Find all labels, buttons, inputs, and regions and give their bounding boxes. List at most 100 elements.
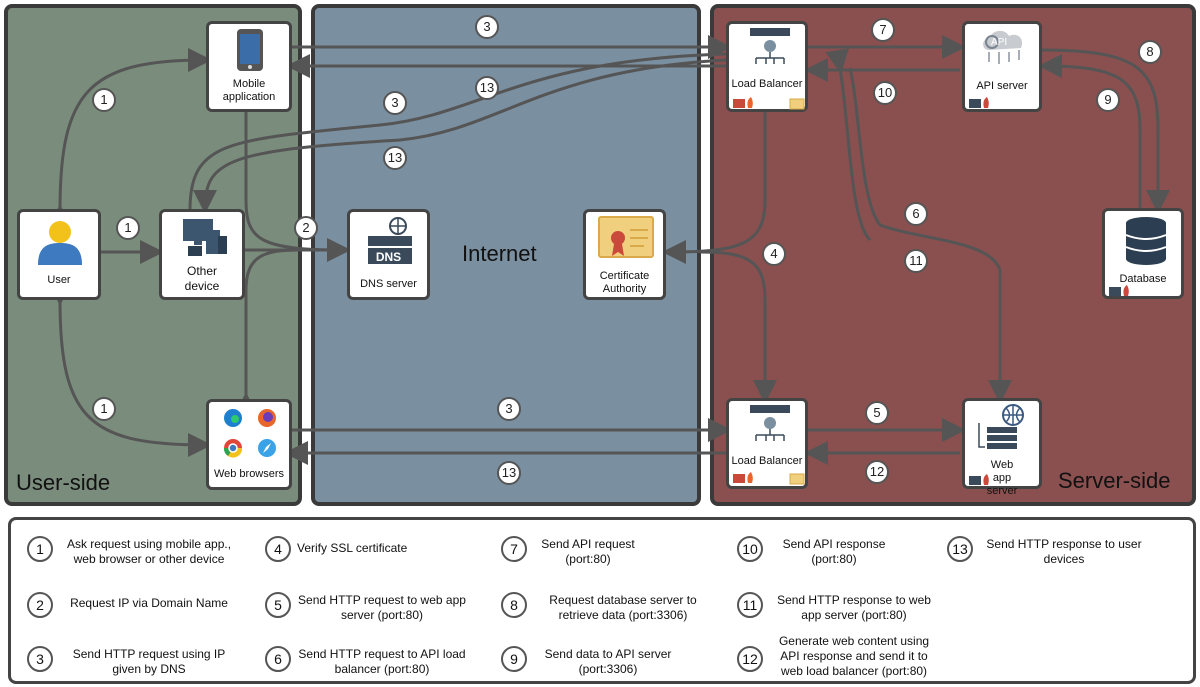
legend-text-11: Send HTTP response to web app server (po… <box>777 593 931 622</box>
mobile-application-label: Mobile application <box>222 78 276 103</box>
step-2: 2 <box>294 216 318 240</box>
api-icon-text: API <box>991 37 1008 48</box>
cloud-api-icon <box>983 30 1023 64</box>
step-3-browser: 3 <box>497 397 521 421</box>
dns-server-label: DNS server <box>360 278 417 290</box>
arrow-other-lb <box>188 52 727 211</box>
legend-num-11: 11 <box>737 592 763 618</box>
legend-text-9: Send data to API server (port:3306) <box>544 647 672 676</box>
firefox-icon <box>258 409 276 427</box>
legend-text-1: Ask request using mobile app., web brows… <box>66 537 232 566</box>
arrow-user-browser <box>47 281 212 457</box>
step-13-other: 13 <box>383 146 407 170</box>
firewall-icon <box>1109 285 1129 296</box>
legend-text-5: Send HTTP request to web app server (por… <box>298 593 466 622</box>
api-server-label: API server <box>976 80 1028 92</box>
web-server-icon <box>978 404 1024 449</box>
web-app-server-node: Web app server <box>962 398 1042 497</box>
web-load-balancer-node: Load Balancer <box>726 398 808 489</box>
firewall-icon <box>969 97 989 108</box>
legend-num-4: 4 <box>265 536 291 562</box>
legend-num-6: 6 <box>265 646 291 672</box>
step-3-mobile: 3 <box>475 15 499 39</box>
step-6: 6 <box>904 202 928 226</box>
api-server-node: API API server <box>962 21 1042 112</box>
web-load-balancer-label: Load Balancer <box>731 455 803 467</box>
legend-num-13: 13 <box>947 536 973 562</box>
arrow-apilb-web <box>825 48 872 242</box>
step-4: 4 <box>762 242 786 266</box>
user-node: User <box>17 209 101 300</box>
load-balancer-icon <box>750 405 790 441</box>
step-7: 7 <box>871 18 895 42</box>
chrome-icon <box>223 439 243 458</box>
mobile-application-node: Mobile application <box>206 21 292 112</box>
arrow-lb-ca <box>662 112 767 264</box>
arrow-api-db <box>1041 48 1170 214</box>
step-8: 8 <box>1138 40 1162 64</box>
firewall-icon <box>969 474 989 485</box>
certificate-icon <box>598 216 654 258</box>
phone-icon <box>237 29 263 71</box>
legend-num-8: 8 <box>501 592 527 618</box>
step-1-other: 1 <box>116 216 140 240</box>
api-load-balancer-label: Load Balancer <box>731 78 803 90</box>
certificate-icon <box>789 473 805 485</box>
devices-icon <box>183 219 227 256</box>
legend-panel: 1 Ask request using mobile app., web bro… <box>8 517 1196 684</box>
legend-num-1: 1 <box>27 536 53 562</box>
legend-num-12: 12 <box>737 646 763 672</box>
step-12: 12 <box>865 460 889 484</box>
arrow-db-api <box>1038 54 1142 208</box>
safari-icon <box>258 439 276 457</box>
dns-server-icon <box>368 217 412 264</box>
person-icon <box>38 221 82 265</box>
step-10: 10 <box>873 81 897 105</box>
certificate-authority-node: Certificate Authority <box>583 209 666 300</box>
step-1-browser: 1 <box>92 397 116 421</box>
legend-text-13: Send HTTP response to user devices <box>986 537 1142 566</box>
legend-text-8: Request database server to retrieve data… <box>549 593 697 622</box>
legend-num-5: 5 <box>265 592 291 618</box>
step-9: 9 <box>1096 88 1120 112</box>
dns-icon-text: DNS <box>375 250 402 264</box>
other-device-label: Other device <box>184 264 220 293</box>
legend-num-3: 3 <box>27 646 53 672</box>
legend-text-10: Send API response (port:80) <box>782 537 886 566</box>
firewall-icon <box>733 472 753 483</box>
arrow-browser-dns <box>234 248 301 416</box>
legend-num-9: 9 <box>501 646 527 672</box>
arrow-lb-other <box>193 58 727 214</box>
database-node: Database <box>1102 208 1184 299</box>
step-11: 11 <box>904 249 928 273</box>
legend-text-2: Request IP via Domain Name <box>70 596 228 610</box>
legend-text-7: Send API request (port:80) <box>541 537 635 566</box>
internet-title: Internet <box>462 241 537 266</box>
legend-text-12: Generate web content using API response … <box>778 634 930 678</box>
load-balancer-icon <box>750 28 790 64</box>
certificate-icon <box>789 98 805 110</box>
legend-text-6: Send HTTP request to API load balancer (… <box>298 647 466 676</box>
arrow-web-apilb <box>848 67 1012 404</box>
web-app-server-label: Web app server <box>986 459 1018 497</box>
step-13-browser: 13 <box>497 461 521 485</box>
database-label: Database <box>1119 273 1167 285</box>
step-13-mobile: 13 <box>475 76 499 100</box>
edge-icon <box>224 409 242 427</box>
other-device-node: Other device <box>159 209 245 300</box>
user-label: User <box>47 274 71 286</box>
web-browsers-label: Web browsers <box>213 468 285 480</box>
dns-server-node: DNS DNS server <box>347 209 430 300</box>
web-browsers-node: Web browsers <box>206 399 292 490</box>
legend-num-7: 7 <box>501 536 527 562</box>
step-5: 5 <box>865 401 889 425</box>
arrow-user-mobile <box>47 48 212 229</box>
legend-num-2: 2 <box>27 592 53 618</box>
step-3-other: 3 <box>383 91 407 115</box>
arrow-ca-weblb <box>699 250 777 404</box>
step-1-mobile: 1 <box>92 88 116 112</box>
user-side-title: User-side <box>16 470 111 495</box>
legend-text-4: Verify SSL certificate <box>297 541 408 555</box>
server-side-title: Server-side <box>1058 468 1171 493</box>
